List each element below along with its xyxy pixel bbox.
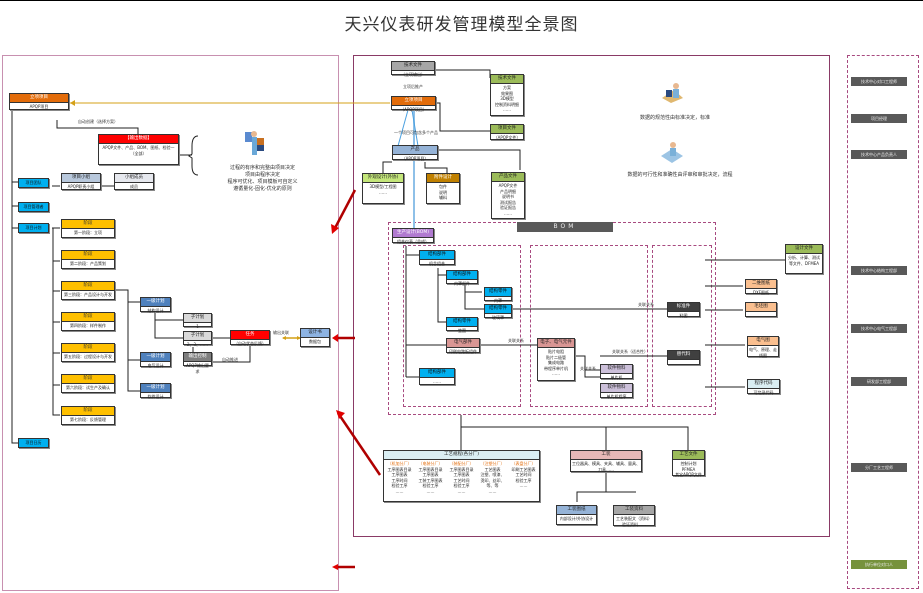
product-box[interactable]: 产品（APQP项目） [392,145,438,161]
calendar-node[interactable]: 项目日历 [18,438,49,448]
task-box[interactable]: 任务（自动状态反馈） [230,330,270,346]
team-member-box[interactable]: 小组成员 成员 [114,173,154,190]
process-flow-description: 数据的可行性和准确性由评审和审批决定，流程 [627,172,733,178]
level1-plan-box[interactable]: 一级计划电气设计 [140,352,171,368]
person-chart-icon [243,128,265,158]
role-label: 项目经理 [851,114,907,123]
bom-struct-region [403,245,521,407]
team-group-box[interactable]: 项目小组 APQP职责小组 [61,173,101,190]
relation-label: 关联关系 [508,338,524,343]
struct-part-box[interactable]: 结构部件机芯组合 [419,250,455,266]
bom-std-region [652,245,712,407]
phase-box[interactable]: 阶段第四阶段：样件制作 [61,312,115,331]
struct-part-box[interactable]: 结构部件…… [419,368,455,385]
project-docs-box[interactable]: 项目文件（APQP文件） [490,124,524,140]
auto-advance-label: 自动推进 [222,357,238,362]
struct-part-box[interactable]: 结构零件玻璃罩 [484,304,512,320]
accessory-box[interactable]: 附件设计包件说明辅料 [426,173,460,204]
person-desk-icon [660,80,684,104]
role-label: 技术中心产品负责人 [851,150,907,159]
page-title: 天兴仪表研发管理模型全景图 [344,15,579,35]
plan-node[interactable]: 项目计划 [18,223,49,233]
relation-label: 关联关系（适合性） [612,349,648,354]
appearance-box[interactable]: 外观设计(外协)3D模型/工程图…… [362,173,404,204]
phase-box[interactable]: 阶段第一阶段：立项 [61,219,115,238]
relation-label: 关联关系 [638,302,654,307]
standard-part-box[interactable]: 标准件料图 [667,302,700,318]
software-material-box[interactable]: 软件物料单片机 [600,364,633,380]
phase-box[interactable]: 阶段第二阶段：产品策划 [61,250,115,269]
level1-plan-box[interactable]: 一级计划结构设计 [140,297,171,313]
relation-label: 关联关系 [580,366,596,371]
ebom-box[interactable]: 生产设计(BOM)组合仪表（总成） [392,228,434,244]
design-doc-box[interactable]: 设计书数据包 [300,328,330,347]
elec-drawing-box[interactable]: 电气图电气、原理、走线图 [747,336,779,358]
output-relation-label: 输出关联 [273,330,289,335]
tooling-data-box[interactable]: 工装资料工艺装配文（资料）验证资料…… [613,505,655,527]
process-spec-box[interactable]: 工艺规程(各分厂) （机加分厂）工序图表目录工序图表工序时间检验工序…… （电装… [383,450,540,502]
right-project-box[interactable]: 立项项目（APQP项目） [391,96,436,112]
left-panel [2,55,339,591]
role-label: 技术中心结构工程部 [851,266,907,275]
multi-product-label: 一个项目可包含多个产品 [394,130,438,135]
tech-req-box[interactable]: 技术文件（立项输出） [391,61,435,77]
top-border [0,0,923,1]
phase-box[interactable]: 阶段第七阶段：反馈管理 [61,406,115,425]
process-description: 过程的有序和完整由项目决定 项目由程序决定 程序可优化、项目模板可自定义 遵循量… [227,165,298,192]
project-box[interactable]: 立项项目 APQP项目 [9,93,69,110]
code-box[interactable]: 程序代码可烧录代码 [747,379,780,395]
role-label: 执行单位对口人 [851,560,907,569]
software-material-box[interactable]: 软件物料单片机程序 [600,383,633,399]
process-column: （装配分厂）工序图表目录工序图表工艺时间检验工序…… [449,461,474,494]
right-panel [353,55,830,537]
bom-elec-region [530,245,648,407]
elec-material-box[interactable]: 电子、电气元件贴片电阻贴片二极管集成电路带程序单片机…… [537,338,575,381]
role-label: 分厂工艺工程师 [851,463,907,472]
bom-label: BOM [517,222,613,232]
blank-drawing-box[interactable]: 毛坯图 [745,302,777,317]
role-label: 研发部工程部 [851,377,907,386]
tooling-drawing-box[interactable]: 工装图纸内部设计/外协设计 [556,505,597,525]
phase-box[interactable]: 阶段第五阶段：过程设计与开发 [61,343,115,362]
struct-part-box[interactable]: 结构零件内罩 [484,287,512,303]
substitute-box[interactable]: 替代料 [667,350,700,365]
elec-part-box[interactable]: 电气部件印刷电路板组件 [446,338,480,354]
phase-box[interactable]: 阶段第六阶段：试生产及确认 [61,374,115,393]
level1-plan-box[interactable]: 一级计划软件设计 [140,383,171,399]
process-column: （机加分厂）工序图表目录工序图表工序时间检验工序…… [387,461,412,494]
process-column: （表盘分厂）印刷工艺图表工艺时间检验工序…… [511,461,536,488]
process-column: （电装分厂）工序图表目录工序图表工装工序图表检验工序…… [418,461,443,494]
role-label: 技术中心对口工程师 [851,77,907,86]
standard-description: 数据的规范性由标准决定，标准 [639,115,710,121]
roles-panel [847,55,919,589]
process-column: （注塑分厂）工艺图表注塑、喷漆、烫印、丝印、等、等…… [480,461,505,494]
person-tablet-icon [660,140,684,164]
design-docs-box[interactable]: 设计文件分析、计算、测试等文件、DFMEA [785,244,823,274]
struct-part-box[interactable]: 结构零件垫圈 [446,317,478,333]
tooling-box[interactable]: 工装工位器具、模具、夹具、辅具、量具、刀具…… [570,450,642,472]
manager-node[interactable]: 项目管理者 [18,202,49,212]
input-data-box[interactable]: 【输出数据】 APQP文件、产品、BOM、图纸、检验一（全部） [98,134,179,165]
phase-box[interactable]: 阶段第三阶段：产品设计与开发 [61,281,115,300]
team-node[interactable]: 项目团队 [18,178,49,188]
struct-part-box[interactable]: 结构部件内罩部件 [446,270,478,286]
auto-create-label: 自动创建（选择方案） [78,119,118,124]
role-label: 技术中心电气工程部 [851,324,907,333]
post-project-label: 立项后推产 [403,84,423,89]
